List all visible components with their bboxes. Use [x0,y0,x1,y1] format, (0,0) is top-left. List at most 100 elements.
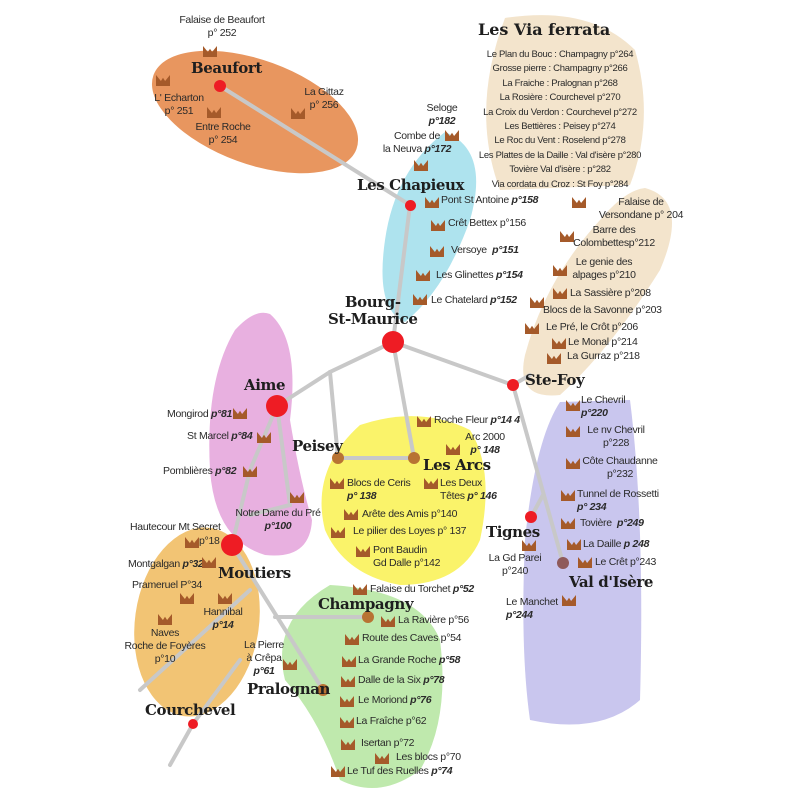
crag-icon [417,416,431,427]
site-label[interactable]: Le Chatelard p°152 [431,294,517,306]
site-label[interactable]: La Sassière p°208 [570,287,651,299]
town-dot-tignes[interactable] [525,511,537,523]
crag-icon [340,696,354,707]
site-label[interactable]: Falaise du Torchet p°52 [370,583,474,595]
crag-icon [416,270,430,281]
site-label[interactable]: Isertan p°72 [361,737,415,749]
town-stefoy: Ste-Foy [525,371,585,389]
site-label[interactable]: Tovière p°249 [580,517,644,529]
town-dot-courchevel[interactable] [188,719,198,729]
via-ferrata-item[interactable]: Tovière Val d'isère : p°282 [509,164,611,176]
via-ferrata-item[interactable]: Le Roc du Vent : Roselend p°278 [494,135,626,147]
town-dot-arcs[interactable] [408,452,420,464]
site-label[interactable]: Le Crêt p°243 [595,556,657,568]
site-label[interactable]: Pomblières p°82 [163,465,237,477]
site-label[interactable]: Le Moriond p°76 [358,694,432,706]
site-label[interactable]: Blocs de la Savonne p°203 [543,304,662,316]
crag-icon [547,353,561,364]
town-dot-chapieux[interactable] [405,200,416,211]
crag-icon [566,458,580,469]
site-label[interactable]: Route des Caves p°54 [362,632,462,644]
via-ferrata-item[interactable]: Grosse pierre : Champagny p°266 [492,63,628,75]
town-courchevel: Courchevel [145,701,236,719]
site-label[interactable]: Versoye p°151 [451,244,519,256]
via-ferrata-item[interactable]: Via cordata du Croz : St Foy p°284 [491,178,629,190]
town-pralognan: Pralognan [247,680,331,698]
town-bourg: Bourg- St-Maurice [328,293,418,328]
town-dot-champagny[interactable] [362,611,374,623]
site-label[interactable]: Hautecour Mt Secret [130,521,221,533]
town-dot-stefoy[interactable] [507,379,519,391]
site-label[interactable]: Pont Baudin Gd Dalle p°142 [373,544,441,569]
crag-icon [291,108,305,119]
town-tignes: Tignes [486,523,540,541]
town-dot-bourg[interactable] [382,331,404,353]
site-label[interactable]: Les Glinettes p°154 [436,269,523,281]
site-label[interactable]: p°18 [199,535,220,547]
site-label[interactable]: Crêt Bettex p°156 [448,217,526,229]
crag-icon [158,614,172,625]
site-label[interactable]: St Marcel p°84 [187,430,253,442]
via-ferrata-item[interactable]: La Fraiche : Pralognan p°268 [502,77,618,89]
site-label[interactable]: La Fraîche p°62 [356,715,427,727]
region-beaufort [151,50,359,174]
via-ferrata-item[interactable]: La Croix du Verdon : Courchevel p°272 [483,106,637,118]
site-label[interactable]: Barre des Colombettesp°212 [573,224,655,249]
region-tignes [523,400,642,725]
site-label[interactable]: La Gurraz p°218 [567,350,640,362]
site-label[interactable]: La Grande Roche p°58 [358,654,461,666]
site-label[interactable]: La Ravière p°56 [398,614,469,626]
crag-icon [375,753,389,764]
crag-icon [356,546,370,557]
via-ferrata-item[interactable]: Les Plattes de la Daille : Val d'isère p… [478,149,642,161]
site-label[interactable]: Mongirod p°81 [167,408,233,420]
town-dot-peisey[interactable] [332,452,344,464]
site-label[interactable]: Roche Fleur p°14 4 [434,414,520,426]
crag-icon [446,444,460,455]
site-label[interactable]: Le Tuf des Ruelles p°74 [347,765,453,777]
via-ferrata-item[interactable]: Les Bettières : Peisey p°274 [504,121,616,133]
site-label[interactable]: Le Monal p°214 [568,336,638,348]
site-label[interactable]: Les blocs p°70 [396,751,461,763]
town-dot-pralognan[interactable] [317,684,329,696]
crag-icon [331,527,345,538]
via-ferrata-item[interactable]: La Rosière : Courchevel p°270 [499,92,621,104]
town-dot-aime[interactable] [266,395,288,417]
site-label[interactable]: Pont St Antoine p°158 [441,194,539,206]
via-ferrata-item[interactable]: Le Plan du Bouc : Champagny p°264 [486,49,634,60]
town-dot-beaufort[interactable] [214,80,226,92]
site-label[interactable]: Le pilier des Loyes p° 137 [353,525,467,537]
crag-icon [567,539,581,550]
town-dot-moutiers[interactable] [221,534,243,556]
site-label[interactable]: Falaise de Versondane p° 204 [598,196,684,221]
site-label[interactable]: Le Chevril p°220 [581,394,626,419]
site-label[interactable]: Arête des Amis p°140 [362,508,458,520]
site-label[interactable]: Montgalgan p°32 [128,558,204,570]
site-label[interactable]: La Daille p 248 [583,538,650,550]
site-label[interactable]: Dalle de la Six p°78 [358,674,445,686]
site-label[interactable]: Le genie des alpages p°210 [572,256,636,281]
site-label[interactable]: Combe de la Neuva p°172 [382,130,452,155]
site-label[interactable]: Les Deux Têtes p° 146 [440,477,497,502]
town-chapieux: Les Chapieux [357,176,465,194]
crag-icon [572,197,586,208]
site-label[interactable]: Prameruel P°34 [132,579,203,591]
site-label[interactable]: Le Pré, le Crôt p°206 [546,321,638,333]
town-dot-val[interactable] [557,557,569,569]
